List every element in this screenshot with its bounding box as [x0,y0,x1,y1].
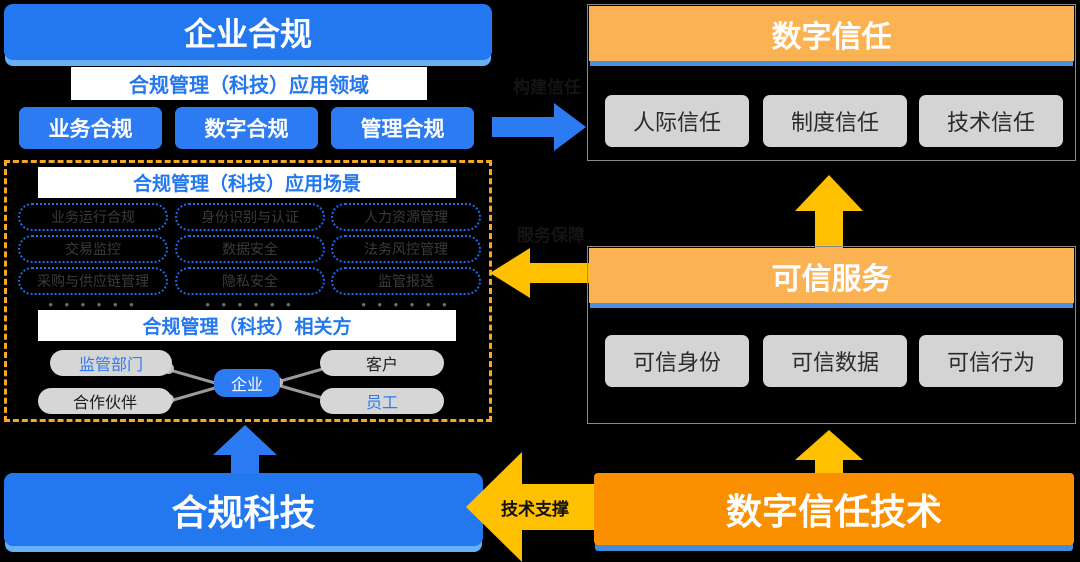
stakeholder-regulator[interactable]: 监管部门 [50,350,172,376]
service-chip-identity-label: 可信身份 [632,350,721,375]
application-scenarios-title: 合规管理（科技）应用场景 [38,167,456,198]
scenario-pill[interactable]: 数据安全 [175,235,325,263]
scenario-label: 隐私安全 [222,273,278,289]
service-chip-data-label: 可信数据 [790,350,879,375]
stakeholders-title: 合规管理（科技）相关方 [38,310,456,341]
digital-trust-tech-footer: 数字信任技术 [594,473,1074,545]
scenario-more-dots-text: • • • • • • [48,296,138,312]
scenario-label: 采购与供应链管理 [37,273,149,289]
trusted-service-panel [587,246,1076,424]
scenario-label: 业务运行合规 [51,209,135,225]
domain-pill-business[interactable]: 业务合规 [19,107,162,149]
domain-pill-digital[interactable]: 数字合规 [175,107,318,149]
scenario-label: 身份识别与认证 [201,209,299,225]
arrow-up-blue-compliance-tech [213,425,277,473]
digital-trust-header: 数字信任 [589,6,1074,61]
arrow-left-yellow-service-guarantee [490,248,594,298]
trust-chip-technical-label: 技术信任 [946,110,1035,135]
stakeholder-enterprise[interactable]: 企业 [214,369,280,397]
trust-chip-interpersonal[interactable]: 人际信任 [605,95,749,147]
trusted-service-title: 可信服务 [771,262,892,296]
service-chip-identity[interactable]: 可信身份 [605,335,749,387]
scenario-pill[interactable]: 隐私安全 [175,267,325,295]
stakeholder-partner-label: 合作伙伴 [72,395,137,412]
scenario-label: 法务风控管理 [364,241,448,257]
scenario-label: 监管报送 [378,273,434,289]
arrow-label-build-trust: 构建信任 [492,74,602,97]
arrow-up-yellow-digital-trust-tech [795,430,863,482]
scenario-pill[interactable]: 采购与供应链管理 [18,267,168,295]
arrow-label-tech-support: 技术支撑 [492,495,578,519]
stakeholder-employee-label: 员工 [365,395,398,412]
digital-trust-tech-footer-title: 数字信任技术 [725,491,942,532]
domain-pill-management[interactable]: 管理合规 [331,107,474,149]
trust-chip-institutional[interactable]: 制度信任 [763,95,907,147]
scenario-label: 交易监控 [65,241,121,257]
scenario-more-dots: • • • • • • [331,296,481,312]
service-chip-data[interactable]: 可信数据 [763,335,907,387]
compliance-scenarios-region [4,160,492,422]
scenario-pill[interactable]: 监管报送 [331,267,481,295]
compliance-tech-footer-title: 合规科技 [171,491,316,533]
scenario-label: 人力资源管理 [364,209,448,225]
scenario-more-dots-text: • • • • • • [361,296,451,312]
stakeholder-regulator-label: 监管部门 [78,357,143,374]
digital-trust-panel [587,4,1076,161]
scenario-more-dots: • • • • • • [18,296,168,312]
stakeholder-customer[interactable]: 客户 [320,350,444,376]
scenario-pill[interactable]: 交易监控 [18,235,168,263]
scenario-label: 数据安全 [222,241,278,257]
scenario-pill[interactable]: 人力资源管理 [331,203,481,231]
compliance-tech-footer: 合规科技 [4,473,483,546]
stakeholder-partner[interactable]: 合作伙伴 [38,388,172,414]
domain-pill-business-label: 业务合规 [48,118,133,141]
arrow-label-service-guarantee-text: 服务保障 [517,225,585,245]
scenario-more-dots: • • • • • • [175,296,325,312]
application-domains-title-text: 合规管理（科技）应用领域 [129,75,369,97]
arrow-left-yellow-tech-support [466,452,606,562]
stakeholder-customer-label: 客户 [365,357,398,374]
scenario-pill[interactable]: 法务风控管理 [331,235,481,263]
stakeholder-employee[interactable]: 员工 [320,388,444,414]
application-domains-title: 合规管理（科技）应用领域 [71,67,427,100]
domain-pill-digital-label: 数字合规 [204,118,289,141]
arrow-right-blue-build-trust [492,103,586,151]
trust-chip-institutional-label: 制度信任 [790,110,879,135]
enterprise-compliance-title: 企业合规 [183,16,312,52]
application-scenarios-title-text: 合规管理（科技）应用场景 [132,174,361,195]
digital-trust-title: 数字信任 [771,20,892,54]
enterprise-compliance-header: 企业合规 [4,4,492,60]
service-chip-behavior[interactable]: 可信行为 [919,335,1063,387]
trusted-service-header: 可信服务 [589,248,1074,303]
scenario-pill[interactable]: 业务运行合规 [18,203,168,231]
domain-pill-management-label: 管理合规 [360,118,445,141]
arrow-up-yellow-trusted-service [795,175,863,253]
service-chip-behavior-label: 可信行为 [946,350,1035,375]
trust-chip-interpersonal-label: 人际信任 [632,110,721,135]
scenario-pill[interactable]: 身份识别与认证 [175,203,325,231]
arrow-label-build-trust-text: 构建信任 [513,77,581,97]
stakeholders-title-text: 合规管理（科技）相关方 [142,317,352,338]
scenario-more-dots-text: • • • • • • [205,296,295,312]
arrow-label-service-guarantee: 服务保障 [496,222,606,245]
stakeholder-enterprise-label: 企业 [230,377,263,394]
trust-chip-technical[interactable]: 技术信任 [919,95,1063,147]
arrow-label-tech-support-text: 技术支撑 [501,499,569,519]
